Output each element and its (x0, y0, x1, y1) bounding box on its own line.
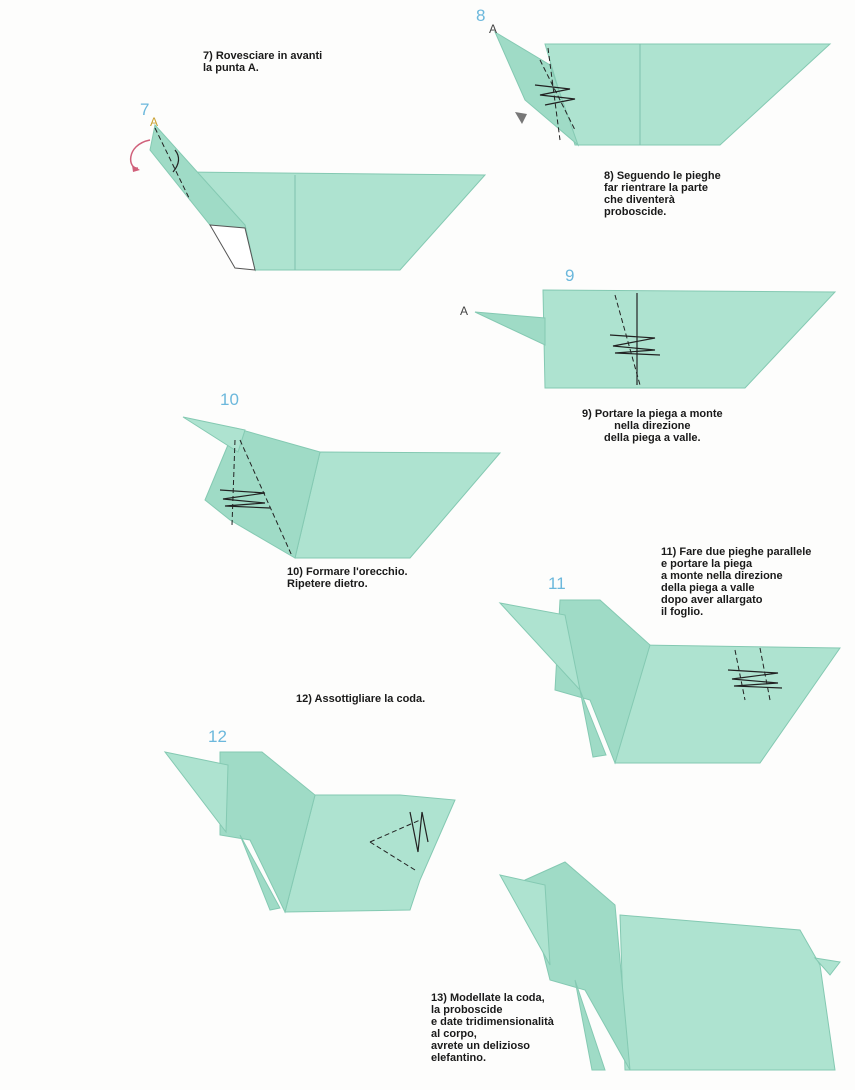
step-7-diagram (130, 123, 487, 272)
step-8-caption: 8) Seguendo le pieghe far rientrare la p… (604, 170, 721, 218)
step-7-number: 7 (140, 100, 150, 119)
step-10-number: 10 (220, 390, 239, 409)
rotate-arrow-icon (130, 139, 151, 169)
step-13-caption: 13) Modellate la coda, la proboscide e d… (431, 992, 554, 1064)
step-10-diagram (182, 416, 502, 559)
point-a-label: A (150, 115, 159, 129)
step-9-caption: 9) Portare la piega a monte nella direzi… (582, 408, 723, 444)
push-arrow-icon (515, 112, 527, 124)
step-11-diagram (498, 599, 841, 765)
step-9-diagram (474, 289, 837, 389)
point-a-label: A (489, 22, 498, 36)
step-11-number: 11 (548, 574, 566, 593)
step-12-number: 12 (208, 727, 227, 746)
step-8-diagram (493, 30, 832, 147)
step-9-number: 9 (565, 266, 575, 285)
step-11-caption: 11) Fare due pieghe parallele e portare … (661, 546, 812, 618)
step-10-caption: 10) Formare l'orecchio. Ripetere dietro. (287, 566, 408, 590)
step-13-diagram (499, 861, 841, 1071)
point-a-label: A (460, 304, 469, 318)
step-8-number: 8 (476, 6, 486, 25)
step-12-caption: 12) Assottigliare la coda. (296, 693, 426, 705)
step-12-diagram (163, 751, 456, 914)
step-7-caption: 7) Rovesciare in avanti la punta A. (203, 50, 323, 74)
